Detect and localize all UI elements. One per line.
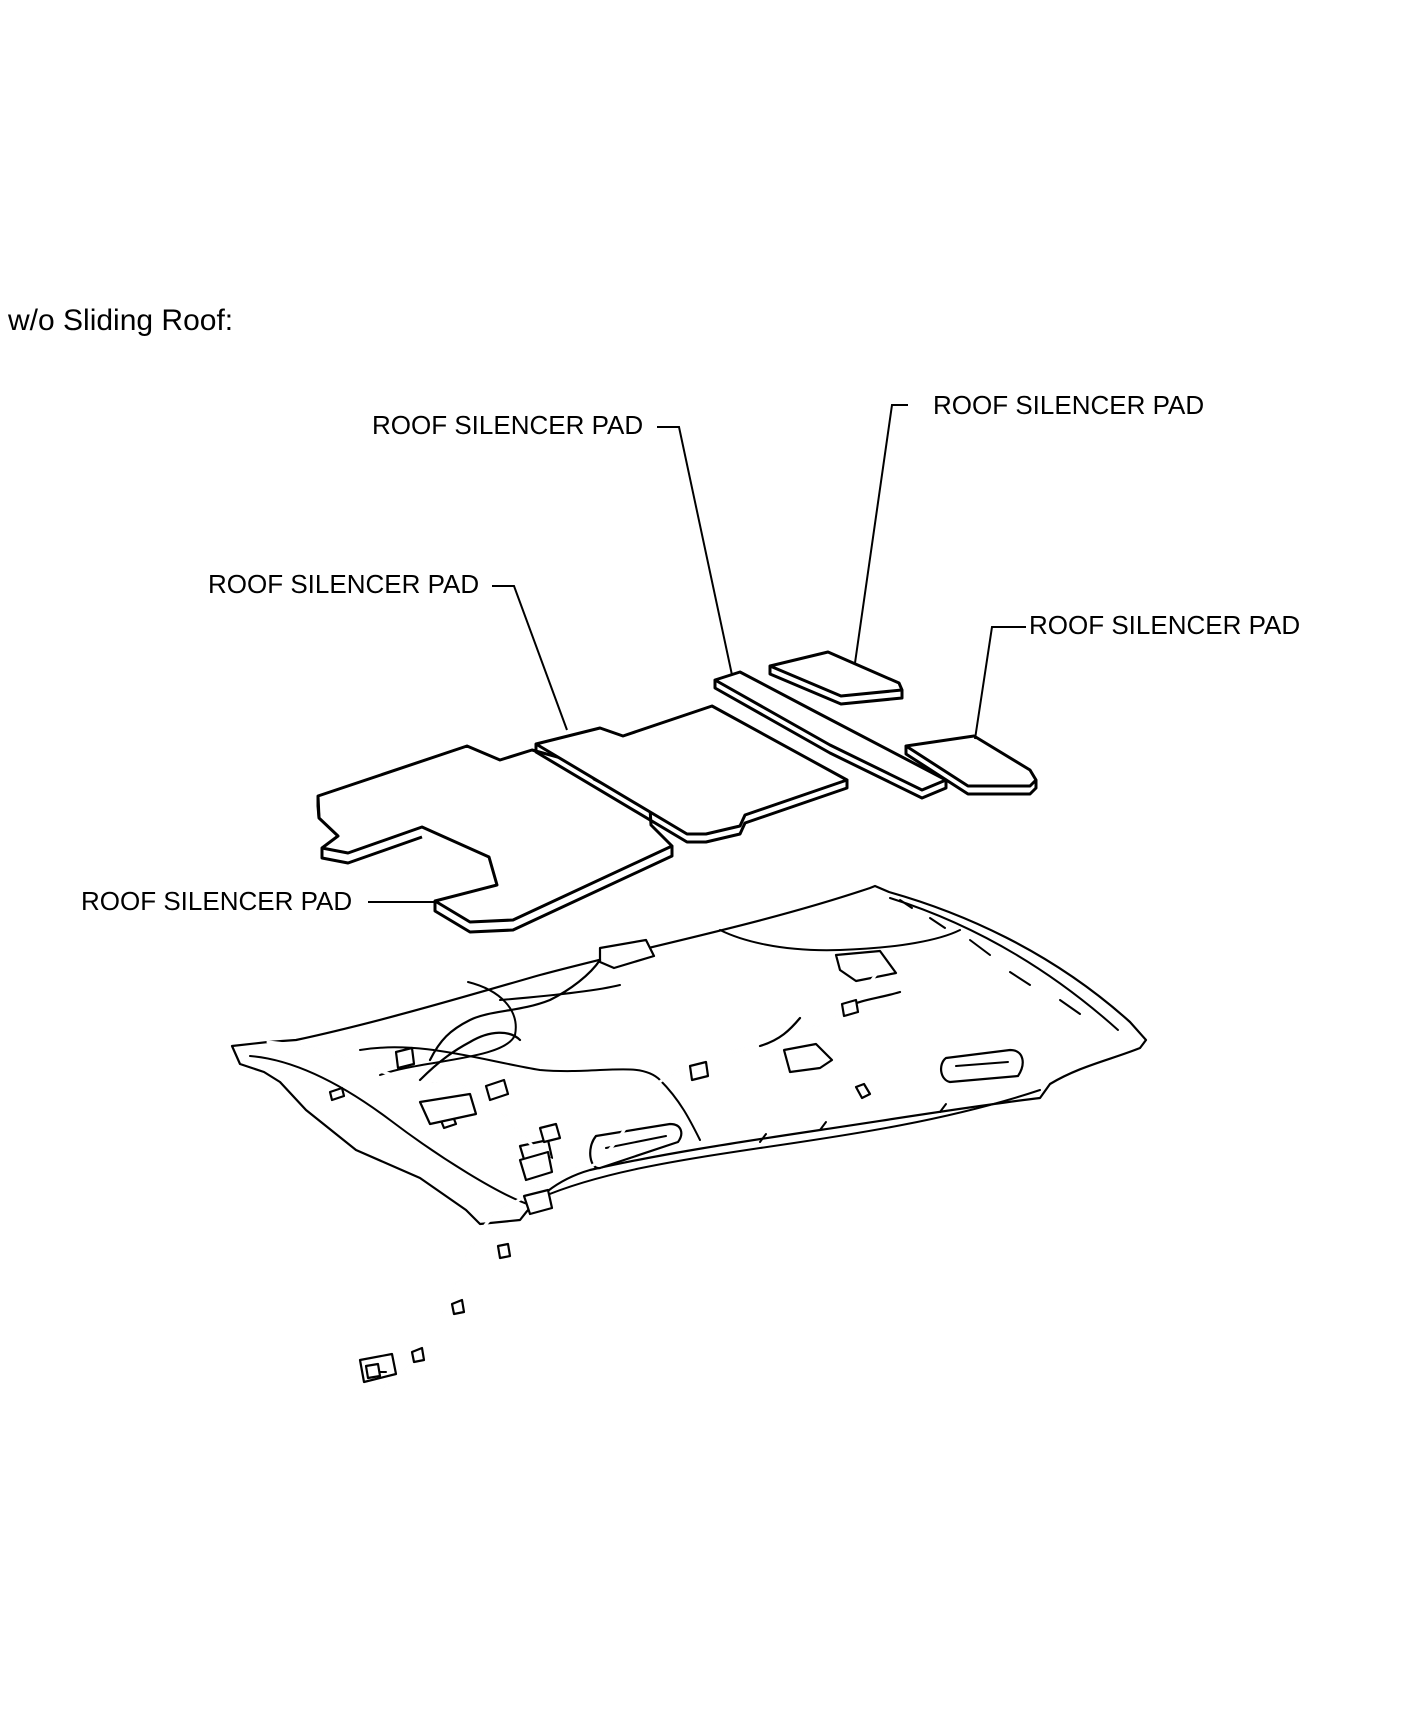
leader-lines bbox=[368, 404, 1026, 903]
leader-line-right bbox=[974, 626, 1026, 740]
callout-label-front-strip: ROOF SILENCER PAD bbox=[372, 410, 643, 440]
roof-silencer-pad-upper-right bbox=[768, 650, 904, 706]
callout-label-middle: ROOF SILENCER PAD bbox=[208, 569, 479, 599]
leader-line-middle bbox=[492, 585, 568, 731]
roof-headliner bbox=[230, 884, 1148, 1226]
roof-wire-harness bbox=[266, 958, 902, 1392]
roof-silencer-pad-right bbox=[904, 734, 1038, 796]
leader-line-front-strip bbox=[657, 426, 733, 676]
callout-label-rear: ROOF SILENCER PAD bbox=[81, 886, 352, 916]
diagram-heading: w/o Sliding Roof: bbox=[7, 304, 233, 337]
roof-silencer-pad-middle bbox=[534, 704, 849, 844]
callout-label-right: ROOF SILENCER PAD bbox=[1029, 610, 1300, 640]
leader-line-upper-right bbox=[854, 404, 908, 664]
callout-label-upper-right: ROOF SILENCER PAD bbox=[933, 390, 1204, 420]
roof-silencer-pad-rear bbox=[316, 744, 674, 934]
